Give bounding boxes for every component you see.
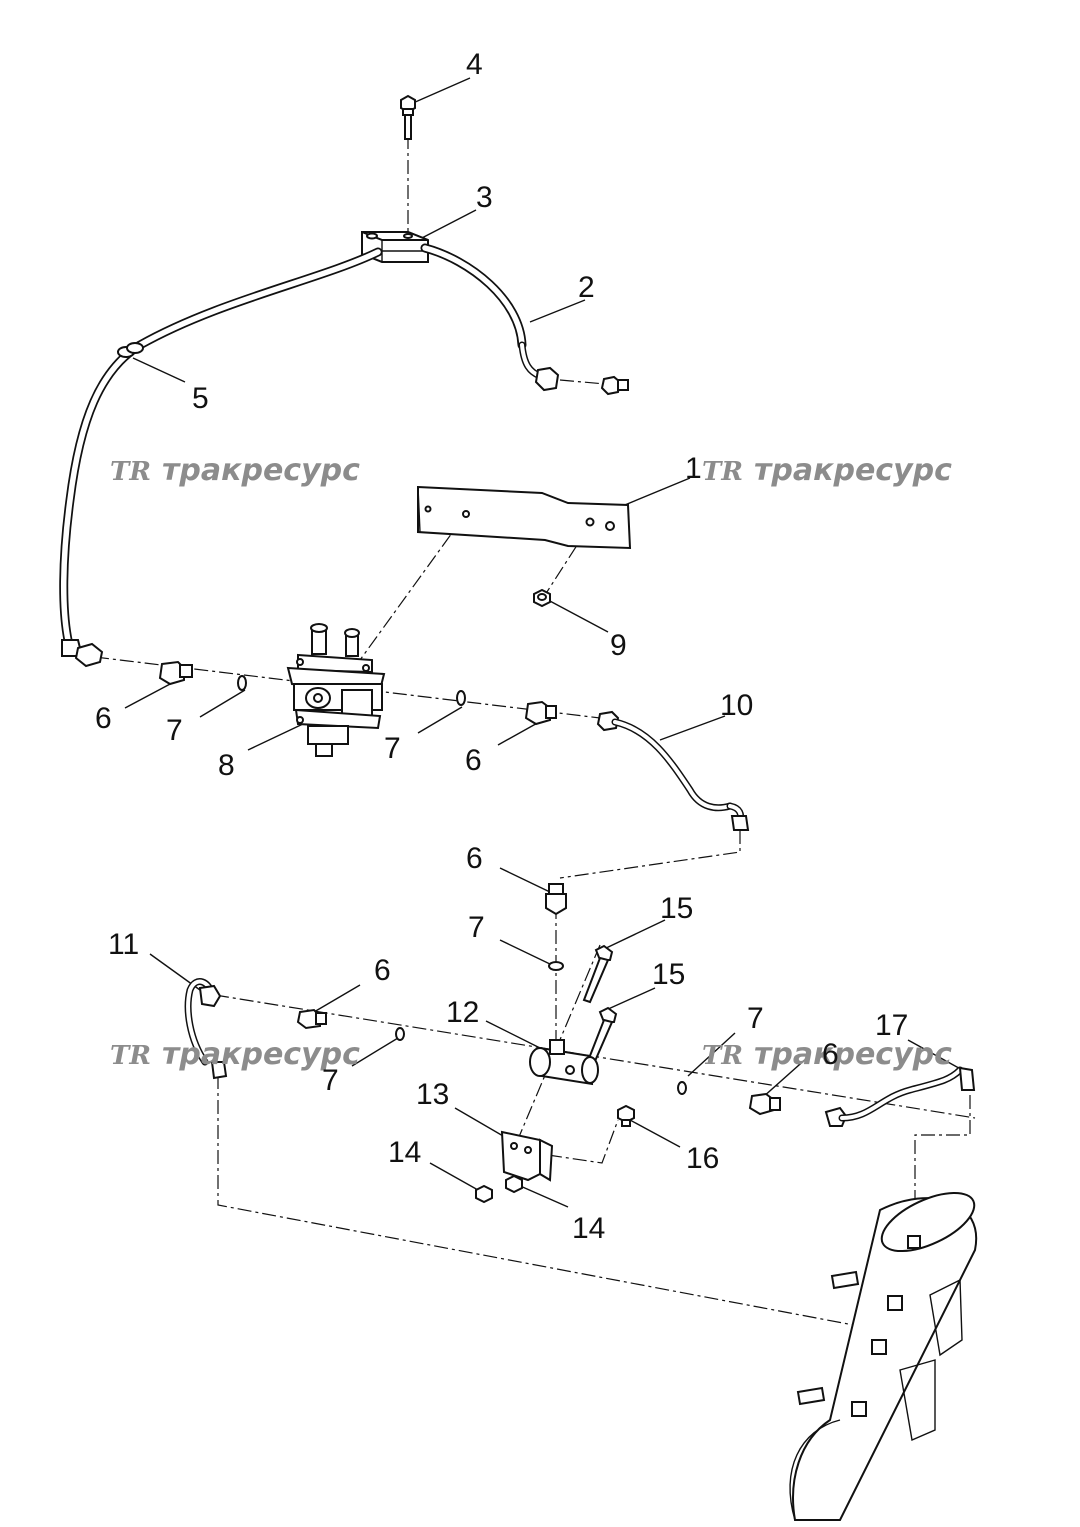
fitting-part-6-d — [296, 1008, 327, 1030]
tube-part-11 — [184, 978, 228, 1080]
svg-text:TR: TR — [110, 1041, 151, 1071]
svg-text:тракресурс: тракресурс — [754, 453, 952, 488]
callout-5: 5 — [192, 382, 209, 415]
o-ring-part-7-d — [395, 1027, 405, 1041]
hose-part-2 — [420, 243, 629, 396]
callout-10: 10 — [720, 689, 753, 722]
callout-6-d: 6 — [374, 954, 391, 987]
bracket-part-1 — [417, 485, 632, 550]
callout-16: 16 — [686, 1142, 719, 1175]
o-ring-part-7-b — [456, 690, 466, 706]
callout-12: 12 — [446, 996, 479, 1029]
callout-7-a: 7 — [166, 714, 183, 747]
callout-6-a: 6 — [95, 702, 112, 735]
callout-15-b: 15 — [652, 958, 685, 991]
air-tank — [789, 1191, 978, 1521]
screw-part-9 — [533, 588, 551, 608]
watermark-bottom-left: TR тракресурс — [110, 1037, 360, 1072]
o-ring-part-7-a — [237, 675, 247, 691]
nut-part-14-a — [475, 1184, 493, 1204]
fitting-part-6-c — [545, 883, 567, 916]
watermark-bottom-right: TR тракресурс — [702, 1037, 952, 1072]
watermark-top-left: TR тракресурс — [110, 453, 360, 488]
o-ring-part-7-e — [677, 1081, 687, 1095]
svg-text:тракресурс: тракресурс — [754, 1037, 952, 1072]
svg-text:тракресурс: тракресурс — [162, 1037, 360, 1072]
callout-17: 17 — [875, 1009, 908, 1042]
svg-text:TR: TR — [702, 1041, 743, 1071]
callout-7-c: 7 — [468, 911, 485, 944]
bolt-part-15-a — [582, 944, 614, 1004]
svg-text:TR: TR — [110, 457, 151, 487]
callout-4: 4 — [466, 48, 483, 81]
svg-text:тракресурс: тракресурс — [162, 453, 360, 488]
hose-part-5 — [59, 247, 383, 668]
callout-11: 11 — [108, 928, 139, 961]
callouts: 1 2 3 4 5 6 7 8 9 7 6 10 6 7 15 15 11 6 … — [95, 48, 908, 1245]
callout-13: 13 — [416, 1078, 449, 1111]
fitting-part-6-b — [524, 700, 557, 726]
callout-7-d: 7 — [322, 1064, 339, 1097]
callout-14-b: 14 — [572, 1212, 605, 1245]
tube-part-17 — [824, 1066, 976, 1127]
callout-7-b: 7 — [384, 732, 401, 765]
callout-1: 1 — [685, 452, 702, 485]
svg-text:TR: TR — [702, 457, 743, 487]
callout-9: 9 — [610, 629, 627, 662]
screw-part-16 — [617, 1104, 635, 1127]
fitting-part-6-e — [748, 1092, 781, 1116]
valve-part-8 — [286, 623, 386, 757]
callout-6-b: 6 — [465, 744, 482, 777]
nut-part-14-b — [505, 1174, 523, 1194]
tee-part-12 — [529, 1039, 599, 1086]
callout-2: 2 — [578, 271, 595, 304]
bracket-part-13 — [500, 1130, 554, 1182]
watermark-top-right: TR тракресурс — [702, 453, 952, 488]
callout-6-e: 6 — [822, 1038, 839, 1071]
callout-15-a: 15 — [660, 892, 693, 925]
callout-3: 3 — [476, 181, 493, 214]
tube-part-10 — [596, 710, 750, 831]
fitting-part-6-a — [158, 660, 193, 686]
callout-14-a: 14 — [388, 1136, 421, 1169]
callout-6-c: 6 — [466, 842, 483, 875]
bolt-part-4 — [400, 94, 416, 140]
callout-8: 8 — [218, 749, 235, 782]
callout-7-e: 7 — [747, 1002, 764, 1035]
o-ring-part-7-c — [548, 961, 564, 971]
